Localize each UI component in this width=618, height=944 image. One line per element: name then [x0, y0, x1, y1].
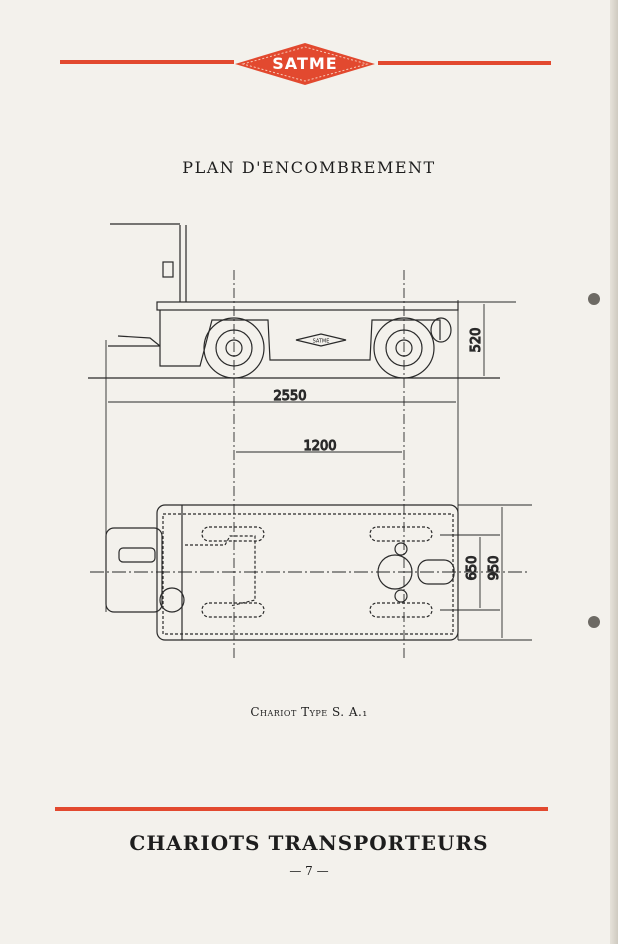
dim-wheelbase: 1200	[303, 439, 336, 454]
badge-text: SATME	[313, 339, 330, 345]
page-title: PLAN D'ENCOMBREMENT	[182, 158, 436, 177]
dim-overall-length: 2550	[273, 389, 306, 404]
footer-rule	[55, 807, 548, 811]
dimension-lines	[90, 270, 532, 658]
satme-logo: SATME	[235, 43, 375, 85]
binder-hole	[588, 616, 600, 628]
dim-overall-width: 950	[487, 556, 502, 581]
top-view	[105, 504, 459, 641]
footer-title: CHARIOTS TRANSPORTEURS	[129, 831, 489, 855]
dim-platform-height: 520	[469, 328, 484, 353]
figure-caption: Chariot Type S. A.₁	[250, 705, 368, 719]
side-view: SATME	[88, 223, 500, 379]
dim-track: 650	[465, 556, 480, 581]
header-rule-right	[378, 61, 551, 65]
header-rule-left	[60, 60, 234, 64]
page-number: — 7 —	[289, 864, 329, 878]
binder-hole	[588, 293, 600, 305]
logo-text: SATME	[272, 54, 338, 73]
page-edge	[610, 0, 618, 944]
